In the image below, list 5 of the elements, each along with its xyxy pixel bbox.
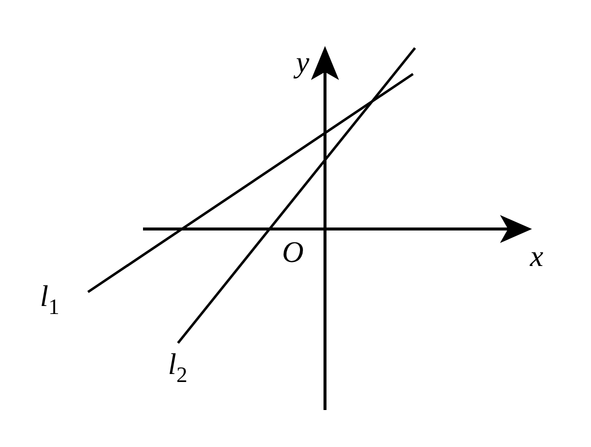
axis-label: x	[530, 242, 544, 272]
line-label: l$_{1}$	[40, 282, 60, 318]
origin-label: O	[282, 238, 304, 268]
axis-label: y	[296, 48, 310, 78]
line-label: l$_{2}$	[168, 350, 188, 386]
